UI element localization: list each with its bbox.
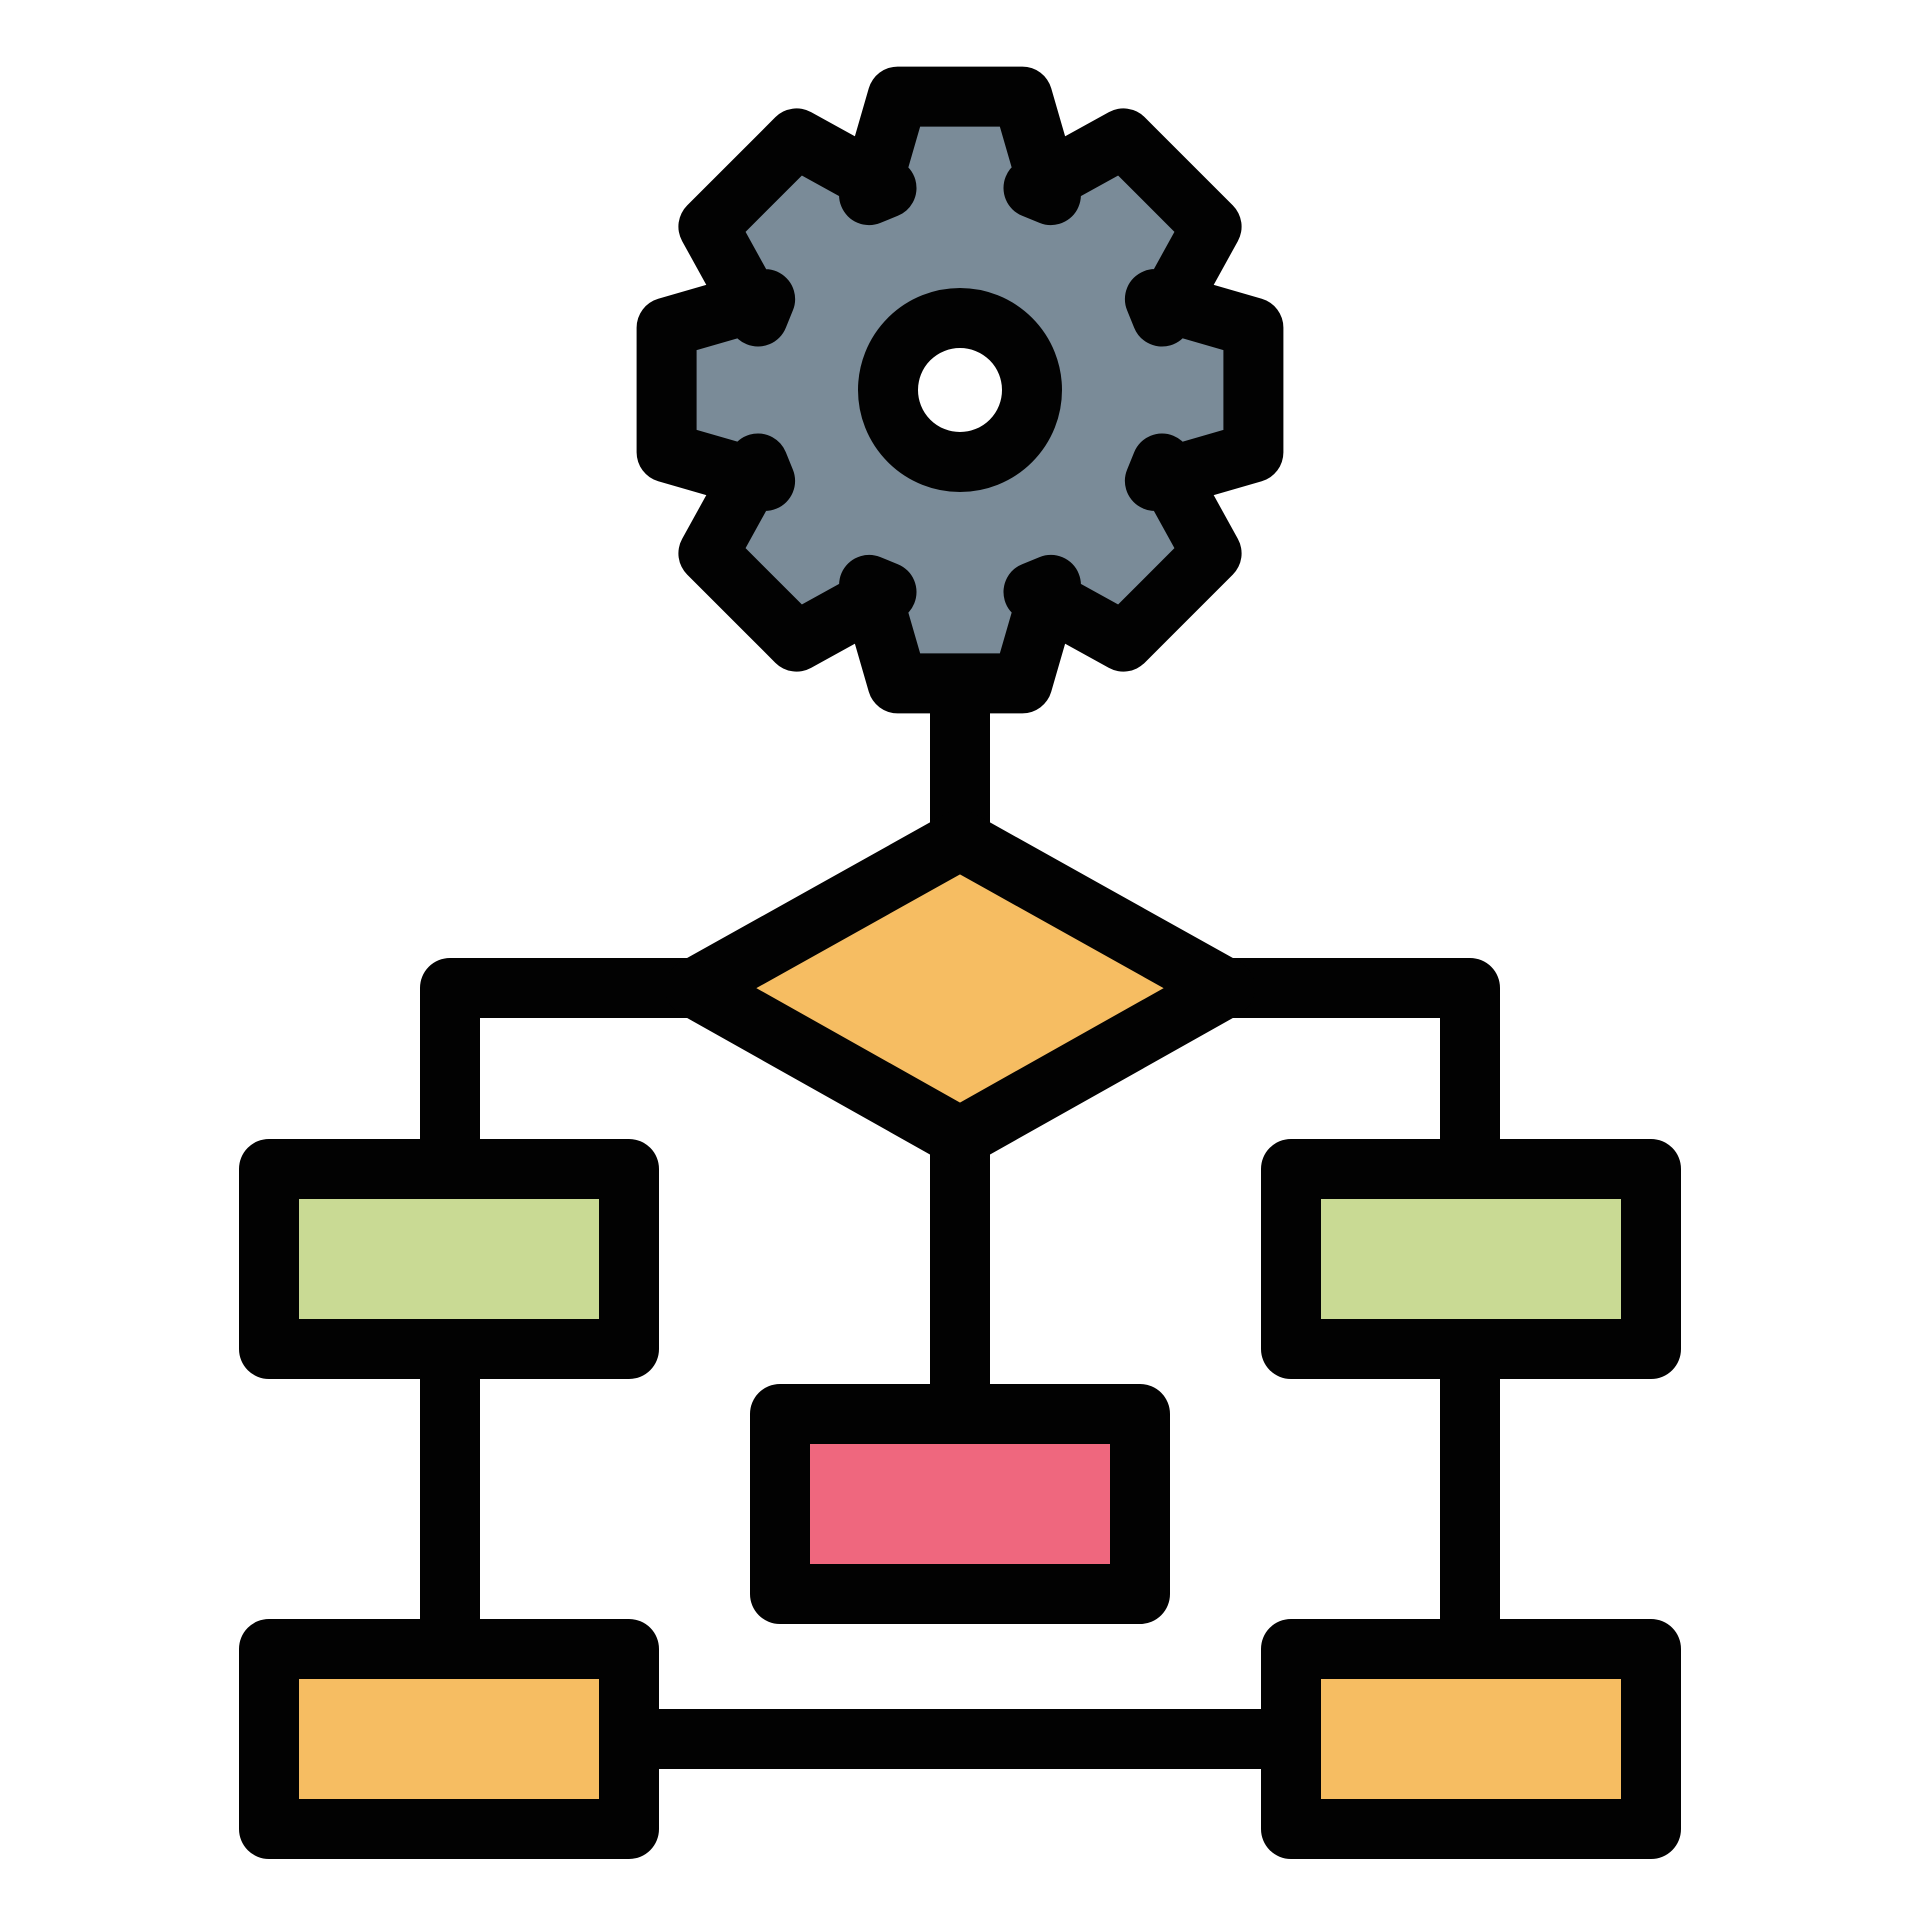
- left-process-box: [239, 1139, 659, 1379]
- right-process-box: [1261, 1139, 1681, 1379]
- connector-decision-to-left: [420, 958, 695, 1169]
- gear-icon: [636, 66, 1284, 714]
- center-process-box: [750, 1384, 1170, 1624]
- gear-hole: [858, 288, 1062, 492]
- bottom-right-box: [1261, 1619, 1681, 1859]
- connector-lines: [420, 690, 1500, 1769]
- connector-decision-to-right: [1225, 958, 1500, 1169]
- bottom-left-box: [239, 1619, 659, 1859]
- decision-diamond: [665, 810, 1255, 1167]
